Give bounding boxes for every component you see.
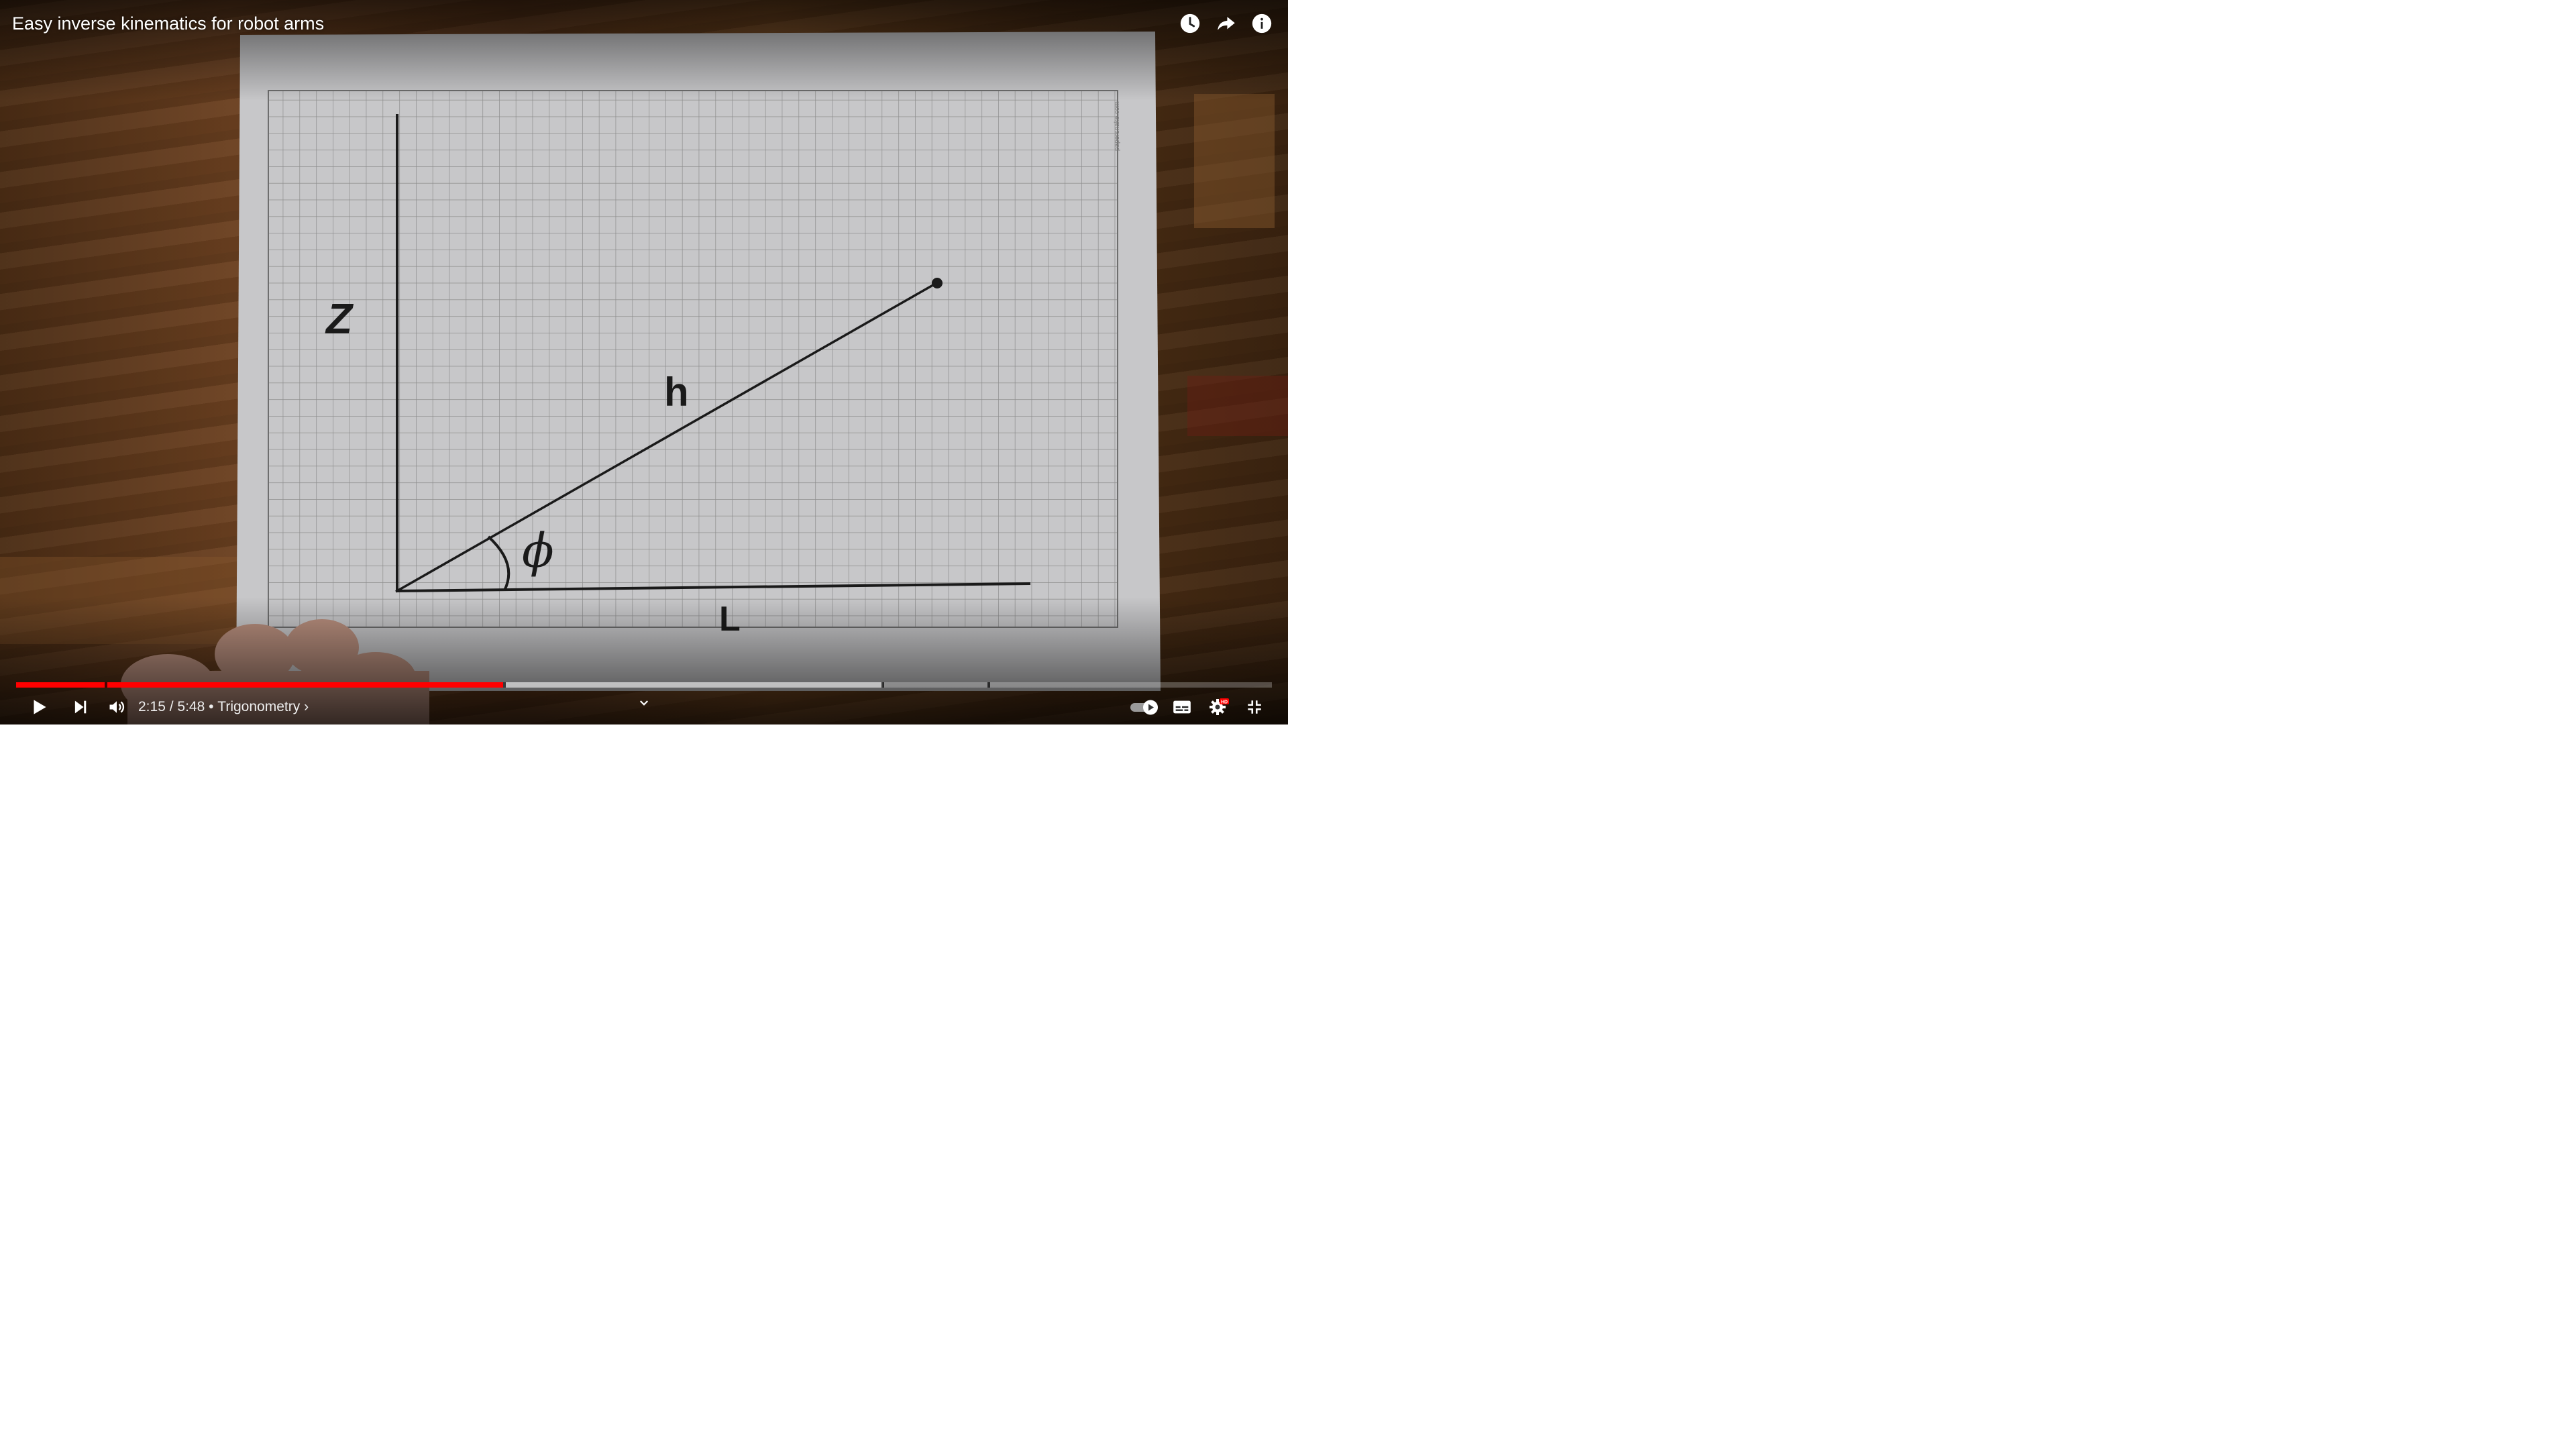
progress-bar[interactable] bbox=[16, 682, 1272, 688]
time-display: 2:15 / 5:48 • Trigonometry › bbox=[138, 690, 309, 724]
endpoint-dot bbox=[932, 278, 943, 288]
subtitles-button[interactable] bbox=[1166, 690, 1198, 724]
info-icon[interactable] bbox=[1248, 10, 1275, 37]
play-button[interactable] bbox=[23, 690, 55, 724]
chapter-marker bbox=[881, 682, 884, 688]
time-separator: / bbox=[165, 699, 178, 714]
volume-icon bbox=[109, 701, 125, 713]
chapter-marker bbox=[105, 682, 107, 688]
chapter-separator: • bbox=[205, 699, 218, 714]
expand-chevron-icon[interactable] bbox=[636, 695, 652, 711]
label-z: Z bbox=[325, 294, 354, 343]
top-gradient bbox=[0, 0, 1288, 101]
mute-button[interactable] bbox=[101, 690, 133, 724]
progress-track bbox=[16, 682, 1272, 688]
chapter-chevron-icon: › bbox=[300, 699, 309, 714]
paper-watermark: papersnake.com bbox=[1114, 101, 1121, 151]
progress-played bbox=[16, 682, 504, 688]
play-icon bbox=[34, 700, 46, 714]
chapter-title: Trigonometry bbox=[217, 699, 301, 714]
video-frame: papersnake.com Z h ϕ L bbox=[0, 32, 1288, 724]
skip-next-icon bbox=[74, 700, 87, 714]
video-player[interactable]: papersnake.com Z h ϕ L Easy inverse kine… bbox=[0, 0, 1288, 724]
chapter-marker bbox=[503, 682, 506, 688]
label-phi: ϕ bbox=[522, 523, 554, 578]
label-h: h bbox=[664, 370, 689, 415]
control-bar: 2:15 / 5:48 • Trigonometry › bbox=[0, 690, 1288, 724]
hypotenuse-line bbox=[395, 282, 937, 593]
grid-area bbox=[268, 90, 1118, 628]
chapter-marker bbox=[987, 682, 990, 688]
exit-fullscreen-icon bbox=[1248, 700, 1261, 714]
chapter-button[interactable]: Trigonometry › bbox=[217, 699, 309, 715]
horizontal-axis-line bbox=[395, 582, 1031, 592]
angle-arc bbox=[487, 535, 511, 591]
next-button[interactable] bbox=[64, 690, 97, 724]
video-title[interactable]: Easy inverse kinematics for robot arms bbox=[12, 13, 325, 34]
quality-badge: HD bbox=[1221, 700, 1228, 705]
watch-later-icon[interactable] bbox=[1177, 10, 1203, 37]
time-current: 2:15 bbox=[138, 699, 166, 714]
autoplay-toggle[interactable] bbox=[1127, 690, 1162, 724]
exit-fullscreen-button[interactable] bbox=[1238, 690, 1271, 724]
gear-icon: HD bbox=[1210, 698, 1229, 715]
time-total: 5:48 bbox=[177, 699, 205, 714]
bottom-gradient bbox=[0, 597, 1288, 724]
subtitles-icon bbox=[1173, 700, 1191, 714]
settings-button[interactable]: HD bbox=[1202, 690, 1237, 724]
share-icon[interactable] bbox=[1213, 10, 1240, 37]
